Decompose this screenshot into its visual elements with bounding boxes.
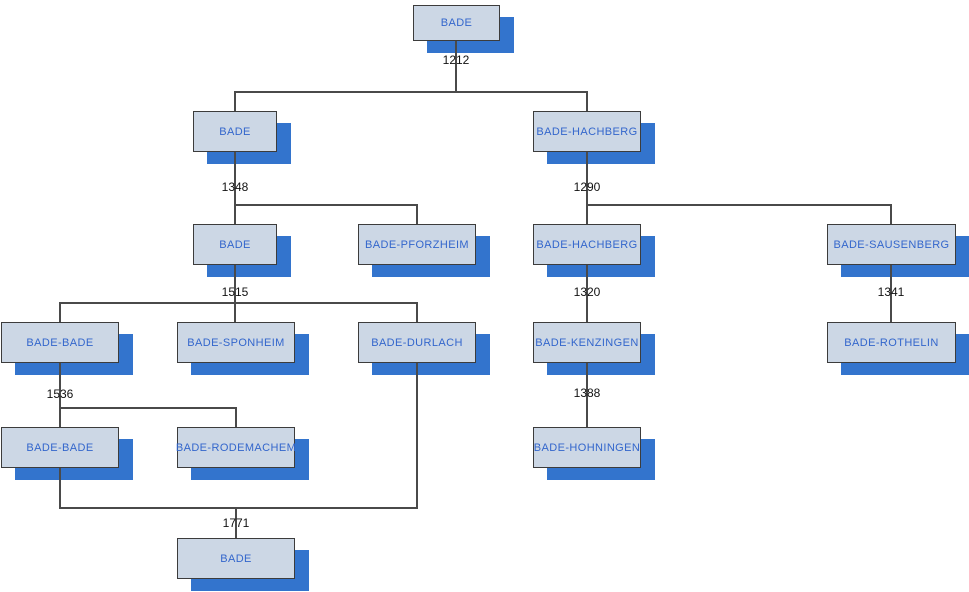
connector-line — [416, 363, 418, 508]
tree-node-bade-hachberg-l2[interactable]: BADE-HACHBERG — [533, 111, 641, 152]
node-label: BADE-SAUSENBERG — [833, 238, 950, 251]
node-label: BADE-HACHBERG — [536, 125, 638, 138]
connector-line — [234, 265, 236, 322]
tree-node-bade-sponheim[interactable]: BADE-SPONHEIM — [177, 322, 295, 363]
connector-line — [416, 205, 418, 224]
tree-node-bade-root[interactable]: BADE — [413, 5, 500, 41]
tree-node-bade-hachberg-l3[interactable]: BADE-HACHBERG — [533, 224, 641, 265]
connector-line — [455, 41, 457, 92]
link-date-label: 1341 — [877, 285, 905, 299]
node-label: BADE — [440, 17, 473, 29]
connector-line — [586, 363, 588, 427]
tree-node-bade-rodemachem[interactable]: BADE-RODEMACHEM — [175, 427, 297, 468]
node-label: BADE — [220, 552, 252, 565]
connector-line — [586, 152, 588, 224]
node-label: BADE-DURLACH — [371, 336, 463, 349]
node-label: BADE-KENZINGEN — [535, 336, 639, 349]
connector-line — [59, 363, 61, 427]
node-label: BADE-BADE — [26, 441, 94, 454]
link-date-label: 1771 — [222, 516, 250, 530]
link-date-label: 1290 — [573, 180, 601, 194]
node-label: BADE — [219, 125, 251, 138]
link-date-label: 1515 — [221, 285, 249, 299]
link-date-label: 1348 — [221, 180, 249, 194]
connector-line — [235, 408, 237, 427]
connector-line — [234, 91, 588, 93]
link-date-label: 1388 — [573, 386, 601, 400]
connector-line — [59, 468, 61, 508]
connector-line — [234, 92, 236, 111]
link-date-label: 1320 — [573, 285, 601, 299]
connector-line — [890, 265, 892, 322]
tree-node-bade-l6[interactable]: BADE — [177, 538, 295, 579]
connector-line — [416, 303, 418, 322]
node-label: BADE-ROTHELIN — [844, 336, 939, 349]
connector-line — [586, 265, 588, 322]
tree-node-bade-durlach[interactable]: BADE-DURLACH — [358, 322, 476, 363]
tree-node-bade-bade-l5[interactable]: BADE-BADE — [1, 427, 119, 468]
tree-node-bade-l2[interactable]: BADE — [193, 111, 277, 152]
node-label: BADE-SPONHEIM — [187, 336, 285, 349]
connector-line — [234, 204, 418, 206]
link-date-label: 1212 — [442, 53, 470, 67]
tree-node-bade-kenzingen[interactable]: BADE-KENZINGEN — [533, 322, 641, 363]
connector-line — [59, 302, 418, 304]
node-label: BADE-HACHBERG — [536, 238, 638, 251]
connector-line — [59, 407, 237, 409]
tree-node-bade-sausenberg[interactable]: BADE-SAUSENBERG — [827, 224, 956, 265]
tree-node-bade-rothelin[interactable]: BADE-ROTHELIN — [827, 322, 956, 363]
connector-line — [890, 205, 892, 224]
node-label: BADE-HOHNINGEN — [533, 441, 641, 454]
connector-line — [234, 152, 236, 224]
node-label: BADE-RODEMACHEM — [175, 441, 297, 454]
connector-line — [59, 507, 418, 509]
connector-line — [586, 204, 892, 206]
link-date-label: 1536 — [46, 387, 74, 401]
tree-node-bade-hohningen[interactable]: BADE-HOHNINGEN — [533, 427, 641, 468]
node-label: BADE-PFORZHEIM — [365, 238, 469, 251]
connector-line — [586, 92, 588, 111]
connector-line — [235, 508, 237, 538]
tree-node-bade-bade-l4[interactable]: BADE-BADE — [1, 322, 119, 363]
tree-node-bade-pforzheim[interactable]: BADE-PFORZHEIM — [358, 224, 476, 265]
node-label: BADE-BADE — [26, 336, 94, 349]
connector-line — [59, 303, 61, 322]
tree-node-bade-l3[interactable]: BADE — [193, 224, 277, 265]
node-label: BADE — [219, 238, 251, 251]
